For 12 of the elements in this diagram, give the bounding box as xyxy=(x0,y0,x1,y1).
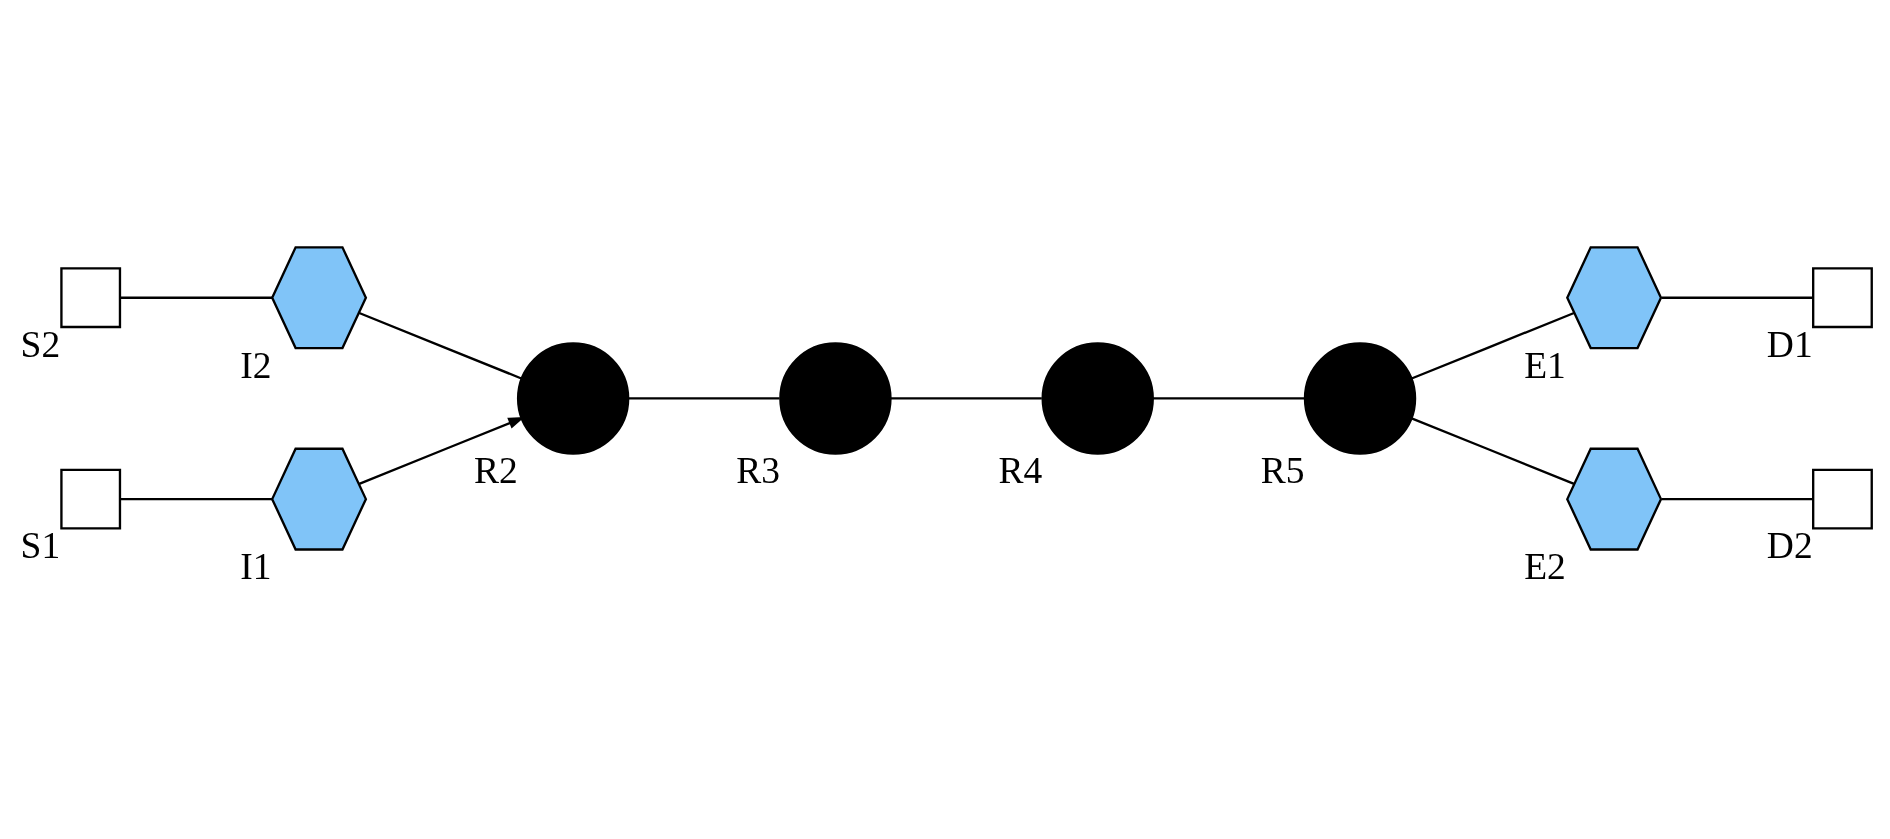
node-label: I2 xyxy=(239,345,271,387)
node-label: R2 xyxy=(473,450,518,492)
node-label: R5 xyxy=(1260,450,1305,492)
node-label: D1 xyxy=(1766,323,1813,365)
node-label: S2 xyxy=(20,323,60,365)
node-label: R4 xyxy=(998,450,1042,492)
node-label: I1 xyxy=(239,546,271,588)
node-label: D2 xyxy=(1766,525,1813,567)
node-label: E2 xyxy=(1523,546,1566,588)
node-label: E1 xyxy=(1523,345,1566,387)
node-label: S1 xyxy=(20,525,60,567)
node-label: R3 xyxy=(735,450,780,492)
